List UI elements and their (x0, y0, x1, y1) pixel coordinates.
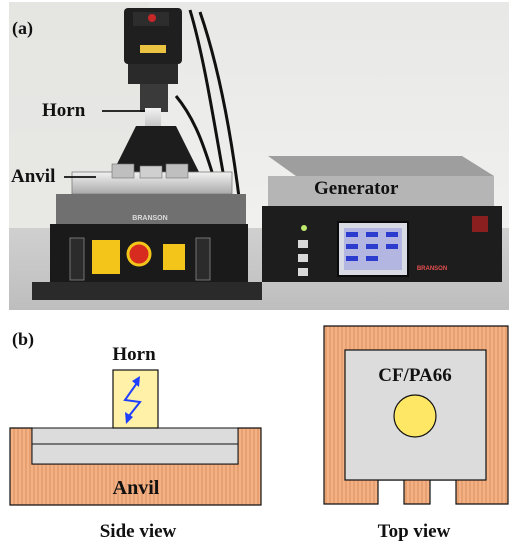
top-view: CF/PA66 Top view (323, 325, 509, 542)
welder-actuator (124, 8, 242, 206)
vibration-arrow-icon (123, 376, 142, 424)
horn-label: Horn (42, 100, 86, 121)
panel-b-schematic: (b) Horn Anvil Side view CF/PA66 Top vie… (9, 325, 509, 542)
panel-b-tag: (b) (12, 329, 34, 350)
panel-a-tag: (a) (12, 18, 33, 39)
weld-spot (393, 394, 437, 438)
caution-sticker (92, 240, 120, 274)
panel-a-photo: BRANSON BRANSON (9, 2, 509, 310)
specimen-top-layer (31, 427, 239, 445)
welder-base: BRANSON (32, 194, 262, 300)
horn-label-side: Horn (112, 344, 156, 365)
machine-brand: BRANSON (132, 215, 167, 222)
horn-tip (112, 369, 159, 429)
anvil-label-photo: Anvil (11, 166, 55, 187)
right-start-button (195, 237, 211, 281)
specimen-bottom-layer (31, 443, 239, 465)
side-view-caption: Side view (100, 521, 177, 542)
left-start-button (69, 237, 85, 281)
top-view-caption: Top view (378, 521, 451, 542)
anvil-fixture (71, 163, 233, 195)
generator-brand: BRANSON (417, 266, 447, 272)
anvil-label-side: Anvil (113, 477, 160, 499)
sample-label: CF/PA66 (378, 365, 452, 386)
side-view: Horn Anvil Side view (9, 344, 262, 542)
emergency-stop-button (126, 241, 152, 267)
warning-sticker (163, 244, 185, 270)
generator-unit: BRANSON (262, 156, 502, 282)
generator-label: Generator (314, 178, 399, 199)
